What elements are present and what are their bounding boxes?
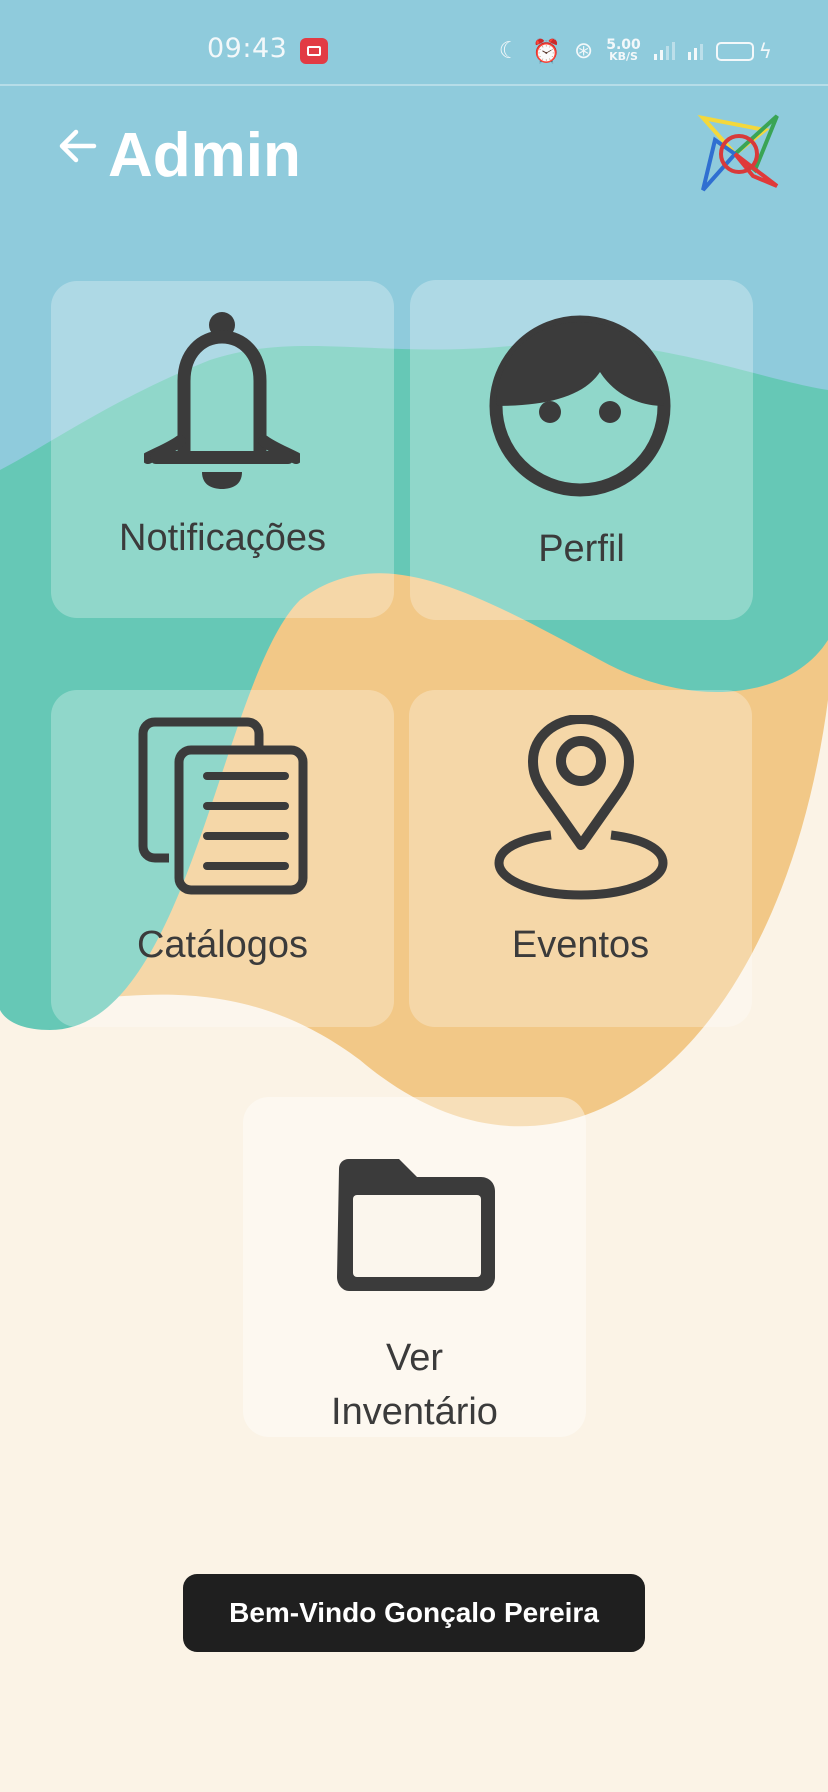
alarm-icon: ⏰ [532,38,561,65]
inventory-label-line2: Inventário [331,1391,498,1433]
signal-2-icon [687,42,703,60]
folder-icon [337,1159,495,1291]
bell-icon [144,312,300,489]
network-speed: 5.00 KB/S [606,37,641,63]
moon-icon: ☾ [498,38,520,64]
events-tile[interactable]: Eventos [409,690,752,1027]
charging-icon: ϟ [758,39,772,63]
signal-icon [653,42,675,60]
app-header: Admin [0,100,828,210]
network-speed-unit: KB/S [609,50,638,63]
profile-tile[interactable]: Perfil [410,280,753,620]
network-speed-value: 5.00 [606,37,641,53]
welcome-toast: Bem-Vindo Gonçalo Pereira [183,1574,645,1652]
events-label: Eventos [511,924,650,966]
profile-label: Perfil [538,528,625,570]
status-time: 09:43 [207,33,288,64]
back-button[interactable] [54,122,102,170]
battery-icon [715,41,754,61]
arrow-left-icon [59,129,97,163]
notifications-label: Notificações [119,517,326,559]
app-logo [697,114,779,192]
location-pin-icon [494,715,668,900]
inventory-tile[interactable]: Ver Inventário [243,1097,586,1437]
status-icons: ☾ ⏰ ⊛ 5.00 KB/S ϟ [499,34,772,68]
face-icon [489,315,671,497]
status-bar: 09:43 ☾ ⏰ ⊛ 5.00 KB/S ϟ [0,0,828,86]
recording-icon [300,38,328,64]
hotspot-icon: ⊛ [573,38,594,64]
catalogs-label: Catálogos [136,924,309,966]
page-title: Admin [108,121,301,190]
catalogs-tile[interactable]: Catálogos [51,690,394,1027]
inventory-label-line1: Ver [385,1337,444,1379]
documents-icon [138,717,308,895]
notifications-tile[interactable]: Notificações [51,281,394,618]
